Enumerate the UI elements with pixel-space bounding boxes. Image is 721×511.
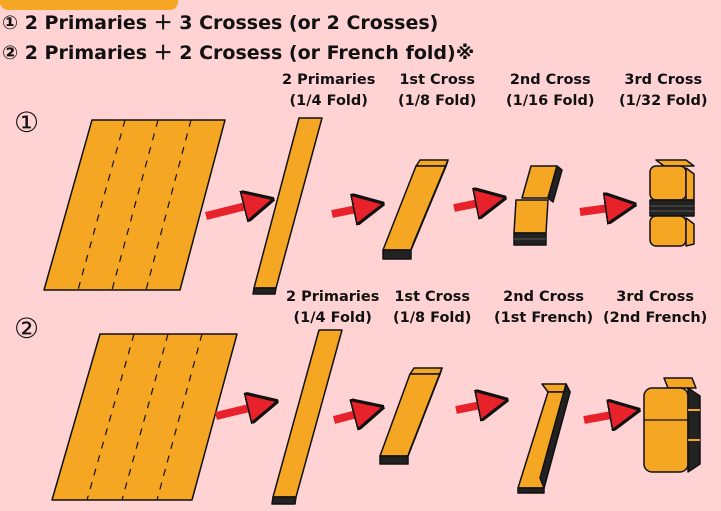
arrow-r2-2 <box>332 410 372 420</box>
block-eighth-fold-1 <box>382 159 449 260</box>
headline-method-2: ② 2 Primaries ＋ 2 Crosess (or French fol… <box>2 42 475 64</box>
row-1-marker: ① <box>14 106 40 139</box>
sheet-unfolded-2 <box>51 333 238 501</box>
caption-r1-cross1: 1st Cross(1/8 Fold) <box>398 72 477 109</box>
caption-r2-cross3: 3rd Cross(2nd French) <box>603 289 708 326</box>
caption-r1-cross3: 3rd Cross(1/32 Fold) <box>619 72 708 109</box>
arrow-r2-4 <box>583 412 628 420</box>
block-first-french-fold <box>517 383 571 494</box>
caption-r2-cross2: 2nd Cross(1st French) <box>494 289 594 326</box>
block-second-french-fold <box>643 377 701 473</box>
arrow-r1-4 <box>579 206 624 212</box>
caption-r2-primaries: 2 Primaries(1/4 Fold) <box>286 289 380 326</box>
block-eighth-fold-2 <box>379 367 443 465</box>
caption-r1-primaries: 2 Primaries(1/4 Fold) <box>282 72 376 109</box>
strip-quarter-fold-1 <box>252 117 323 295</box>
arrow-r1-1 <box>205 202 262 216</box>
headline-method-1: ① 2 Primaries ＋ 3 Crosses (or 2 Crosses) <box>2 12 439 34</box>
arrow-r2-3 <box>455 402 496 410</box>
caption-r2-cross1: 1st Cross(1/8 Fold) <box>393 289 472 326</box>
arrow-r1-3 <box>453 200 494 208</box>
row-2-marker: ② <box>14 312 40 345</box>
caption-r1-cross2: 2nd Cross(1/16 Fold) <box>506 72 595 109</box>
strip-quarter-fold-2 <box>271 329 343 505</box>
block-sixteenth-fold-1 <box>513 165 563 246</box>
arrow-r2-1 <box>215 404 266 416</box>
sheet-unfolded-1 <box>43 119 226 291</box>
arrow-r1-2 <box>331 206 372 214</box>
block-32nd-fold-1 <box>649 159 695 247</box>
header-tab <box>0 0 178 10</box>
